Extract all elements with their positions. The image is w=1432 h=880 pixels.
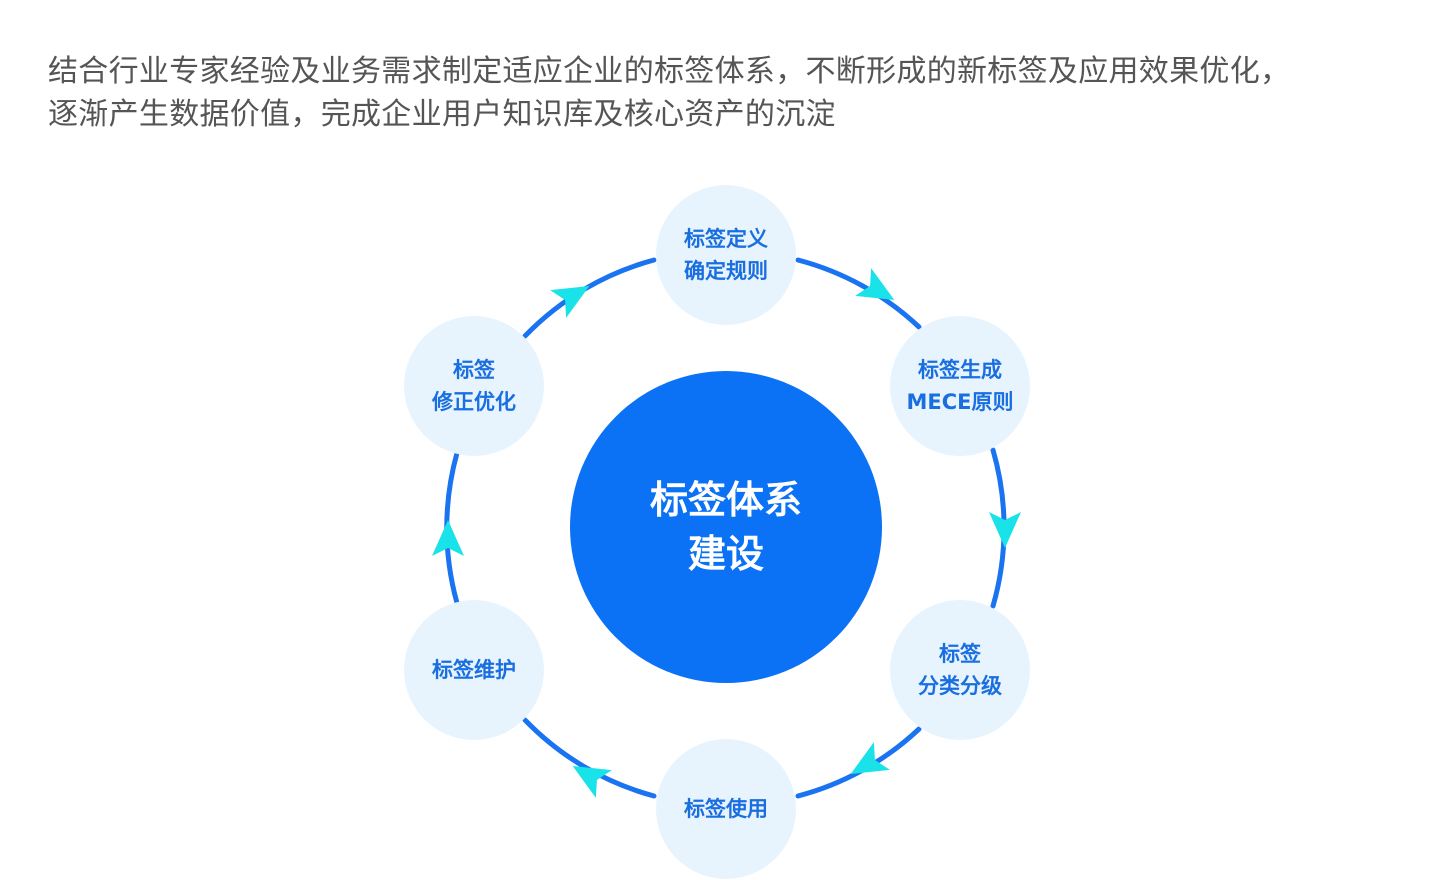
flow-arrow-1 [855, 268, 895, 300]
ring-arc-3 [795, 726, 922, 799]
flow-arrow-3 [850, 742, 890, 774]
ring-arc-1 [795, 257, 922, 330]
node-label-line-2: 修正优化 [432, 390, 516, 414]
flow-arrow-5 [432, 520, 464, 556]
node-label-line-2: 分类分级 [918, 674, 1002, 698]
node-tag-usage: 标签使用 [656, 739, 796, 879]
ring-arc-6 [522, 257, 657, 339]
node-tag-classification: 标签 分类分级 [890, 600, 1030, 740]
flow-arrow-6 [550, 286, 590, 318]
node-label-line-1: 标签生成 [918, 358, 1002, 382]
node-label-line-1: 标签使用 [684, 797, 768, 821]
center-circle: 标签体系 建设 [570, 371, 882, 683]
node-label-line-2: 确定规则 [684, 259, 768, 283]
flow-arrow-4 [572, 766, 612, 798]
intro-text: 结合行业专家经验及业务需求制定适应企业的标签体系，不断形成的新标签及应用效果优化… [48, 50, 1388, 136]
intro-line-2: 逐渐产生数据价值，完成企业用户知识库及核心资产的沉淀 [48, 97, 836, 132]
center-title-line-2: 建设 [687, 532, 764, 576]
flow-arrows [432, 268, 1021, 798]
node-label-line-1: 标签 [453, 358, 495, 382]
node-tag-generation: 标签生成 MECE原则 [890, 316, 1030, 456]
flow-arrow-2 [989, 512, 1021, 548]
intro-line-1: 结合行业专家经验及业务需求制定适应企业的标签体系，不断形成的新标签及应用效果优化… [48, 54, 1291, 89]
node-label-line-2: MECE原则 [906, 390, 1014, 414]
center-title-line-1: 标签体系 [649, 478, 802, 522]
node-tag-definition: 标签定义 确定规则 [656, 185, 796, 325]
node-label-line-1: 标签定义 [684, 227, 768, 251]
node-label-line-1: 标签 [939, 642, 981, 666]
ring-arc-4 [522, 717, 657, 799]
node-tag-maintenance: 标签维护 [404, 600, 544, 740]
node-tag-optimization: 标签 修正优化 [404, 316, 544, 456]
node-label-line-1: 标签维护 [432, 658, 516, 682]
